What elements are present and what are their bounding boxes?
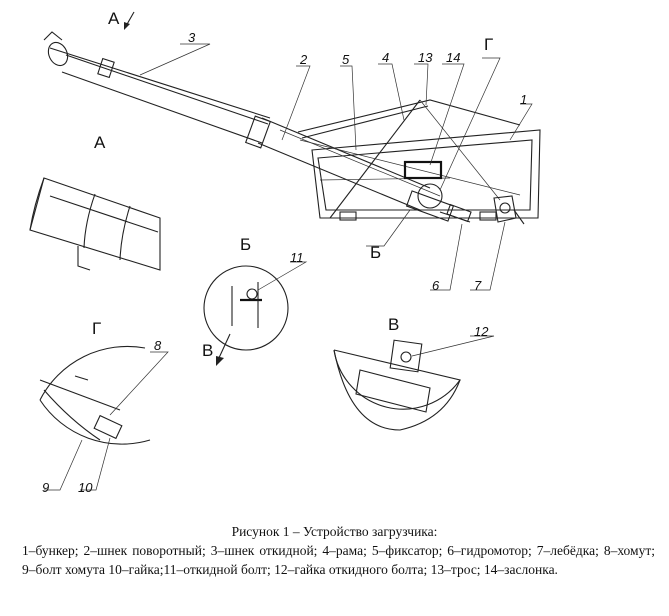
auger-assembly: [43, 31, 441, 211]
callout-1: 1: [520, 92, 527, 107]
callout-9: 9: [42, 480, 49, 495]
view-label-g: Г: [484, 35, 493, 54]
figure-caption: Рисунок 1 – Устройство загрузчика: 1–бун…: [0, 520, 669, 579]
shutter: [403, 160, 443, 180]
frame: [297, 99, 521, 219]
bunker: [311, 129, 541, 221]
callout-7: 7: [474, 278, 482, 293]
callout-14: 14: [446, 50, 460, 65]
view-label-a: А: [108, 9, 120, 28]
caption-title: Рисунок 1 – Устройство загрузчика:: [231, 524, 438, 539]
view-arrow-label-v: В: [202, 341, 213, 360]
detail-title-b: Б: [240, 235, 251, 254]
callout-8: 8: [154, 338, 162, 353]
detail-view-a: [29, 177, 161, 271]
detail-view-g: [39, 345, 151, 445]
callout-5: 5: [342, 52, 350, 67]
callout-10: 10: [78, 480, 93, 495]
callout-13: 13: [418, 50, 433, 65]
leader-lines: [44, 43, 533, 491]
callout-12: 12: [474, 324, 489, 339]
caption-legend: 1–бункер; 2–шнек поворотный; 3–шнек отки…: [22, 543, 655, 577]
detail-title-a: А: [94, 133, 106, 152]
callout-2: 2: [299, 52, 308, 67]
view-label-b: Б: [370, 243, 381, 262]
callout-11: 11: [290, 250, 304, 265]
detail-view-b: [203, 265, 289, 351]
callout-4: 4: [382, 50, 389, 65]
callout-3: 3: [188, 30, 196, 45]
winch: [493, 195, 525, 225]
loader-device-drawing: А А Г Б Б В В Г 1 2 3 4 5 6 7 8 9 10 11 …: [29, 9, 541, 495]
detail-title-g: Г: [92, 319, 101, 338]
detail-view-v: [333, 339, 461, 431]
view-arrows: [124, 11, 231, 366]
hydromotor: [405, 183, 472, 223]
detail-title-v: В: [388, 315, 399, 334]
callout-6: 6: [432, 278, 440, 293]
